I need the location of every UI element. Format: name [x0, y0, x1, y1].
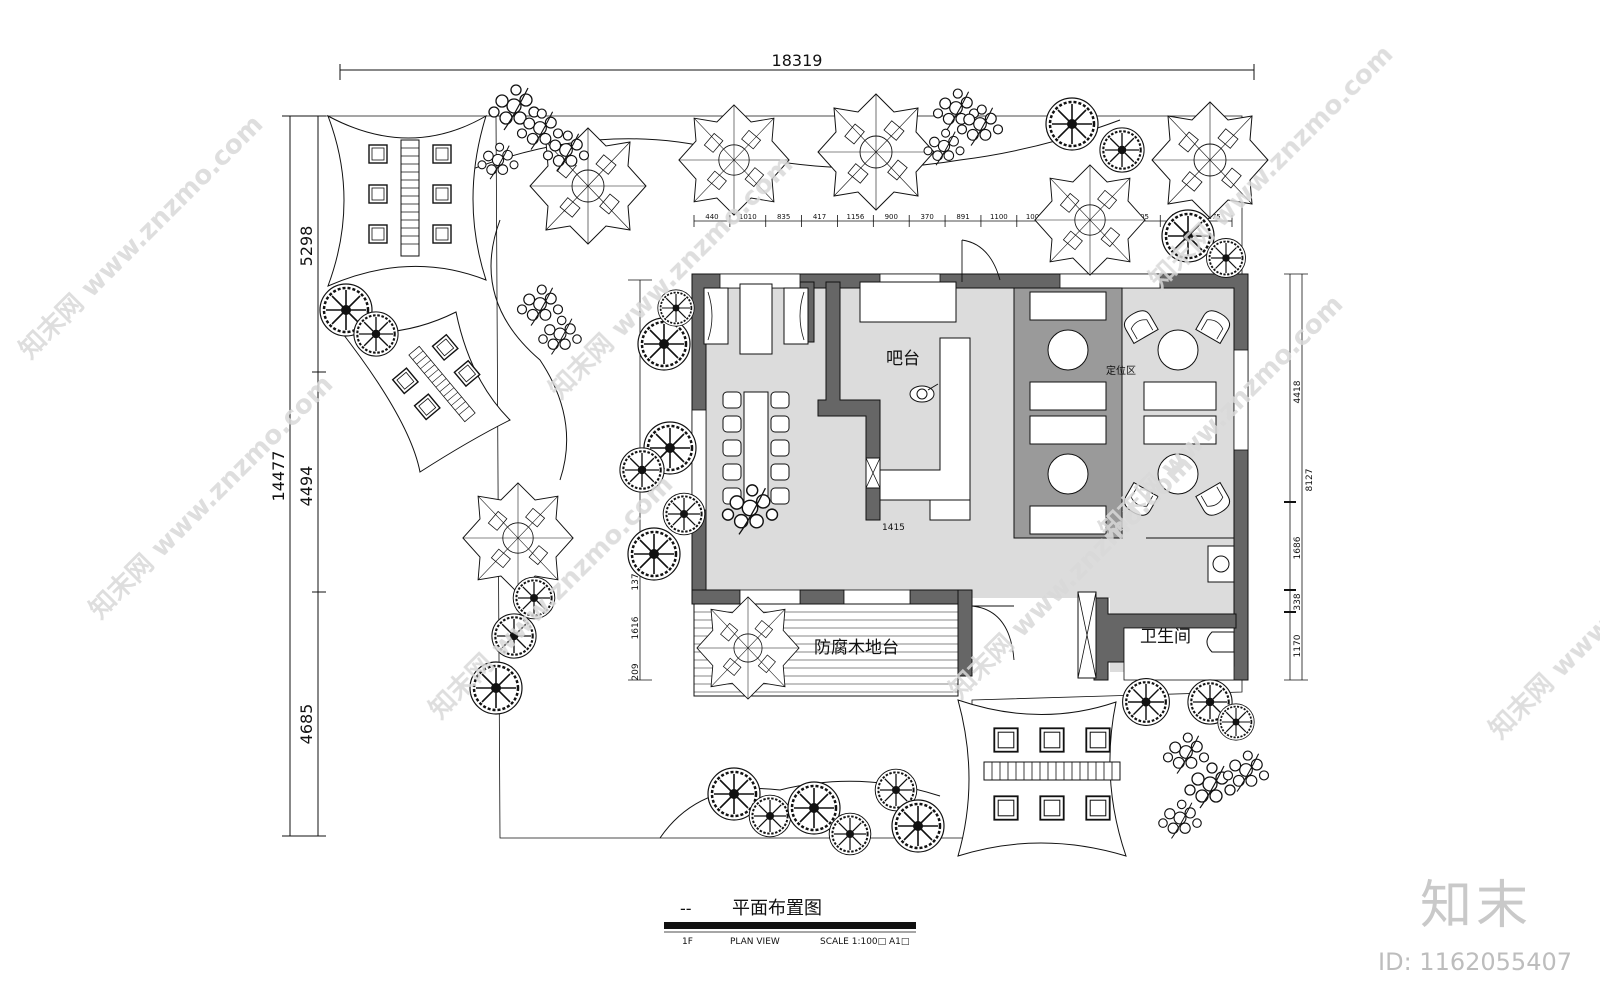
bar-end-block — [929, 499, 971, 521]
window-left — [691, 409, 707, 511]
bench-table — [400, 139, 420, 257]
communal-chair — [770, 415, 790, 433]
dimension-right-2: 8127 — [1305, 469, 1315, 492]
sofa-mid-1 — [1029, 381, 1107, 411]
building: 吧台 1415 定位区 卫生间 — [691, 239, 1249, 681]
sofa-right-2 — [1143, 415, 1217, 445]
room-label-toilet: 卫生间 — [1140, 627, 1191, 647]
dimension-left-inner-2: 137 — [631, 573, 641, 590]
canopy-bottom-right — [957, 699, 1127, 857]
dimension-top-inner-label: 1007 — [1026, 213, 1044, 221]
sink-basin — [1212, 555, 1230, 573]
communal-chair — [722, 391, 742, 409]
dimension-left-total: 14477 — [269, 451, 288, 502]
sofa-mid-2 — [1029, 415, 1107, 445]
communal-chair — [722, 415, 742, 433]
dimension-right-5: 1170 — [1293, 634, 1303, 657]
dimension-right-1: 4418 — [1293, 380, 1303, 403]
dimension-left: 14477 5298 4494 4685 — [269, 115, 326, 837]
booth-table — [739, 283, 773, 355]
room-label-deck: 防腐木地台 — [814, 638, 899, 658]
dimension-top-inner-label: 900 — [885, 213, 898, 221]
dimension-top-inner-label: 1156 — [846, 213, 864, 221]
umbrella-table — [696, 596, 800, 700]
dimension-left-bottom: 4685 — [297, 704, 316, 745]
umbrella-table — [817, 93, 935, 211]
communal-chair — [770, 439, 790, 457]
sofa-top — [1029, 291, 1107, 321]
dimension-left-top: 5298 — [297, 226, 316, 267]
watermark-brand: 知末 — [1419, 876, 1532, 936]
window-right-upper — [1233, 349, 1249, 451]
svg-text:知末网 www.znzmo.com: 知末网 www.znzmo.com — [14, 109, 269, 364]
dimension-left-inner-3: 209 — [631, 663, 641, 680]
dimension-top: 18319 — [339, 51, 1255, 80]
dimension-right: 4418 8127 1686 338 1170 — [1284, 273, 1315, 681]
sofa-right-1 — [1143, 381, 1217, 411]
bar-shelf-cross — [865, 457, 881, 489]
scale-label: SCALE 1:100□ A1□ — [820, 937, 909, 947]
bar-small-dimension: 1415 — [882, 523, 905, 533]
barista-person-icon — [909, 383, 939, 403]
dimension-top-inner-label: 417 — [813, 213, 826, 221]
round-table-2 — [1047, 453, 1089, 495]
canopy-top-left — [327, 114, 487, 287]
wall-bottom-left — [691, 589, 741, 605]
door-entrance-bottom — [971, 605, 1015, 661]
communal-chair — [770, 391, 790, 409]
dimension-left-inner-1: 1616 — [631, 616, 641, 639]
title-block: -- 平面布置图 1F PLAN VIEW SCALE 1:100□ A1□ — [664, 898, 916, 947]
booth-chair — [783, 287, 809, 345]
dimension-top-inner: 4401010835417115690037089111001007129694… — [693, 213, 1233, 227]
garden-path-left — [490, 219, 568, 481]
dimension-left-mid: 4494 — [297, 466, 316, 507]
drawing-title: 平面布置图 — [732, 898, 822, 919]
dimension-top-inner-label: 1100 — [990, 213, 1008, 221]
round-table-1 — [1047, 329, 1089, 371]
dimension-top-inner-label: 440 — [705, 213, 718, 221]
window-bottom-2 — [843, 589, 911, 605]
bar-back-counter — [859, 281, 957, 323]
round-table-4 — [1157, 453, 1199, 495]
wall-bottom-mid — [799, 589, 845, 605]
watermark-id: ID: 1162055407 — [1378, 948, 1572, 976]
dimension-top-label: 18319 — [772, 51, 823, 70]
dimension-top-inner-label: 370 — [920, 213, 933, 221]
dimension-top-inner-label: 891 — [956, 213, 969, 221]
dimension-top-inner-label: 1010 — [739, 213, 757, 221]
room-label-seating: 定位区 — [1106, 364, 1136, 377]
dimension-right-4: 338 — [1293, 593, 1303, 610]
seating-platform — [1013, 287, 1123, 539]
dimension-right-3: 1686 — [1293, 536, 1303, 559]
toilet-fixture — [1206, 631, 1235, 653]
title-mark: -- — [680, 899, 692, 918]
communal-chair — [722, 463, 742, 481]
round-table-3 — [1157, 329, 1199, 371]
communal-chair — [770, 487, 790, 505]
umbrella-table — [1034, 164, 1146, 276]
bar-counter — [879, 337, 971, 501]
booth-chair — [703, 287, 729, 345]
door-entrance-top — [961, 239, 1001, 282]
communal-chair — [722, 439, 742, 457]
room-label-bar: 吧台 — [886, 349, 920, 369]
bar-partition — [817, 281, 881, 521]
umbrella-table — [529, 127, 647, 245]
view-label: PLAN VIEW — [730, 937, 780, 947]
sofa-bottom — [1029, 505, 1107, 535]
communal-chair — [770, 463, 790, 481]
communal-table — [743, 391, 769, 503]
svg-text:知末网 www.znzmo.com: 知末网 www.znzmo.com — [1484, 489, 1600, 744]
floor-label: 1F — [682, 937, 693, 947]
dimension-top-inner-label: 835 — [777, 213, 790, 221]
dimension-top-inner-label: 275 — [1207, 213, 1220, 221]
